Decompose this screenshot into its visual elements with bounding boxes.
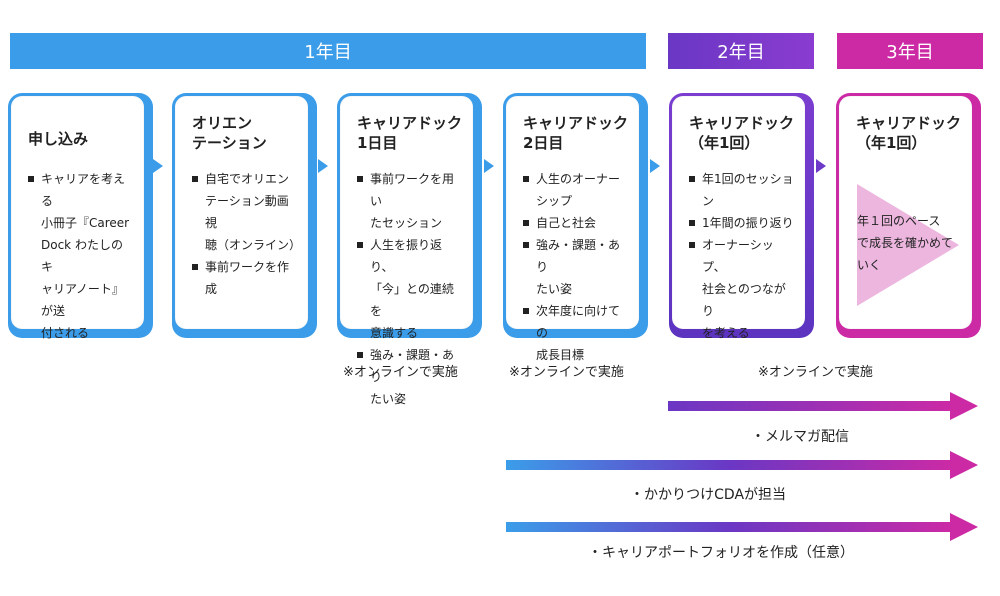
play-triangle-icon: [857, 184, 959, 306]
card-list: キャリアを考える 小冊子『Career Dock わたしのキ ャリアノート』が送…: [28, 168, 134, 344]
list-item: 事前ワークを用い たセッション: [357, 168, 463, 234]
card-title: キャリアドック 1日目: [357, 114, 463, 152]
card-title: キャリアドック （年1回）: [689, 114, 795, 152]
online-note: ※オンラインで実施: [343, 365, 458, 380]
step-card-orientation: オリエン テーション 自宅でオリエン テーション動画視 聴（オンライン） 事前ワ…: [172, 93, 317, 338]
list-item: 自宅でオリエン テーション動画視 聴（オンライン）: [192, 168, 301, 256]
card-list: 人生のオーナー シップ 自己と社会 強み・課題・あり たい姿 次年度に向けての …: [523, 168, 629, 366]
list-item: 事前ワークを作成: [192, 256, 298, 300]
portfolio-label: ・キャリアポートフォリオを作成（任意）: [588, 545, 854, 561]
online-note: ※オンラインで実施: [758, 365, 873, 380]
long-arrow-icon: [506, 513, 978, 541]
list-item: キャリアを考える 小冊子『Career Dock わたしのキ ャリアノート』が送…: [28, 168, 134, 344]
cda-arrow: [506, 449, 978, 481]
year2-header: 2年目: [668, 33, 814, 69]
play-triangle-graphic: 年１回のペース で成長を確かめて いく: [857, 184, 959, 306]
card-title: オリエン テーション: [192, 114, 267, 152]
flow-arrow-icon: [816, 159, 826, 173]
card-title: キャリアドック （年1回）: [856, 114, 962, 152]
flow-arrow-icon: [650, 159, 660, 173]
step-card-year3: キャリアドック （年1回） 年１回のペース で成長を確かめて いく: [836, 93, 981, 338]
list-item: 強み・課題・あり たい姿: [523, 234, 629, 300]
card-list: 年1回のセッション 1年間の振り返り オーナーシップ、 社会とのつながり を考え…: [689, 168, 795, 344]
online-note: ※オンラインで実施: [509, 365, 624, 380]
mailmag-arrow: [668, 390, 978, 422]
long-arrow-icon: [506, 451, 978, 479]
card-list: 自宅でオリエン テーション動画視 聴（オンライン） 事前ワークを作成: [192, 168, 301, 300]
list-item: 人生のオーナー シップ: [523, 168, 629, 212]
year1-header: 1年目: [10, 33, 646, 69]
flow-arrow-icon: [484, 159, 494, 173]
list-item: 人生を振り返り、 「今」との連続を 意識する: [357, 234, 463, 344]
flow-arrow-icon: [318, 159, 328, 173]
cda-label: ・かかりつけCDAが担当: [630, 487, 787, 503]
list-item: 次年度に向けての 成長目標: [523, 300, 629, 366]
list-item: オーナーシップ、 社会とのつながり を考える: [689, 234, 795, 344]
portfolio-arrow: [506, 511, 978, 543]
list-item: 強み・課題・あり たい姿: [357, 344, 463, 410]
flow-arrow-icon: [153, 159, 163, 173]
card-title: 申し込み: [28, 130, 89, 148]
year3-header: 3年目: [837, 33, 983, 69]
step-card-day1: キャリアドック 1日目 事前ワークを用い たセッション 人生を振り返り、 「今」…: [337, 93, 482, 406]
card-description: 年１回のペース で成長を確かめて いく: [857, 214, 954, 272]
list-item: 自己と社会: [523, 212, 629, 234]
mailmag-label: ・メルマガ配信: [751, 429, 849, 445]
long-arrow-icon: [668, 392, 978, 420]
step-card-application: 申し込み キャリアを考える 小冊子『Career Dock わたしのキ ャリアノ…: [8, 93, 153, 340]
step-card-year2: キャリアドック （年1回） 年1回のセッション 1年間の振り返り オーナーシップ…: [669, 93, 814, 340]
list-item: 年1回のセッション: [689, 168, 795, 212]
list-item: 1年間の振り返り: [689, 212, 795, 234]
step-card-day2: キャリアドック 2日目 人生のオーナー シップ 自己と社会 強み・課題・あり た…: [503, 93, 648, 362]
card-title: キャリアドック 2日目: [523, 114, 629, 152]
